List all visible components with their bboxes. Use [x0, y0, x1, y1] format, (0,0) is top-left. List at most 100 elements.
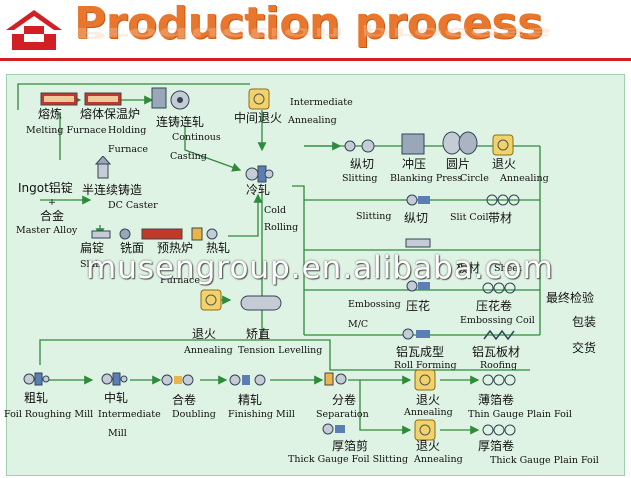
roofing-label-en: Roofing — [480, 360, 518, 371]
intermediate-annealing-label-en-2: Annealing — [288, 115, 337, 126]
annealing-2-label-en: Annealing — [184, 345, 233, 356]
sheet-label-en: Sheet — [494, 263, 522, 274]
intermediate-mill-label-en-1: Intermediate — [98, 409, 161, 420]
embossing-label-zh: 压花 — [406, 299, 431, 313]
slab-label-zh: 扁锭 — [80, 241, 105, 255]
separation-icon — [324, 372, 347, 386]
sheet-icon — [405, 238, 431, 248]
roll-forming-icon — [402, 328, 430, 340]
thick-foil-slitting-label-zh: 厚箔剪 — [332, 439, 369, 453]
tension-label-en: Tension Levelling — [238, 345, 323, 356]
embossing-coil-icon — [482, 282, 516, 294]
holding-label-en-2: Furnace — [108, 144, 148, 155]
separation-label-zh: 分卷 — [332, 393, 357, 407]
annealing-1-label-zh: 退火 — [492, 157, 517, 171]
embossing-coil-label-zh: 压花卷 — [476, 299, 513, 313]
embossing-label-en-2: M/C — [348, 319, 369, 330]
plus-sign: + — [48, 197, 56, 208]
milling-label-zh: 铣面 — [120, 241, 145, 255]
embossing-coil-label-en: Embossing Coil — [460, 315, 535, 326]
roughing-mill-label-zh: 粗轧 — [24, 391, 49, 405]
cold-rolling-label-zh: 冷轧 — [246, 183, 271, 197]
circle-icon — [442, 131, 478, 155]
caster-label-en-2: Casting — [170, 151, 207, 162]
cold-rolling-label-en-1: Cold — [264, 205, 287, 216]
intermediate-mill-label-en-2: Mill — [108, 428, 127, 439]
roofing-icon — [483, 329, 515, 341]
intermediate-annealing-icon — [248, 88, 270, 110]
header: Production process Production process — [0, 0, 631, 62]
delivery-label: 交货 — [572, 341, 597, 355]
thick-foil-label-en: Thick Gauge Plain Foil — [490, 455, 599, 466]
thin-foil-label-zh: 薄箔卷 — [478, 393, 515, 407]
melting-furnace-icon — [40, 92, 78, 106]
annealing-4-label-zh: 退火 — [416, 439, 441, 453]
dc-caster-icon — [94, 156, 112, 179]
holding-furnace-icon — [84, 92, 122, 106]
alloy-label-zh: 合金 — [40, 209, 65, 223]
doubling-icon — [161, 374, 194, 386]
process-diagram-panel — [6, 74, 625, 476]
slit-coil-icon — [486, 194, 520, 206]
intermediate-annealing-label-en-1: Intermediate — [290, 97, 353, 108]
tension-label-zh: 矫直 — [246, 327, 271, 341]
slit-coil-label-en: Slit Coil — [450, 212, 489, 223]
furnace-label-en: Furnace — [160, 275, 200, 286]
annealing-3-label-zh: 退火 — [416, 393, 441, 407]
slitting-1-label-en: Slitting — [342, 173, 378, 184]
finishing-mill-label-en: Finishing Mill — [228, 409, 295, 420]
circle-label-zh: 圆片 — [446, 157, 471, 171]
thick-foil-label-zh: 厚箔卷 — [478, 439, 515, 453]
melting-label-en: Melting Furnace — [26, 125, 107, 136]
annealing-1-label-en: Annealing — [500, 173, 549, 184]
circle-label-en: Circle — [460, 173, 489, 184]
thick-foil-slitting-icon — [322, 423, 345, 435]
intermediate-annealing-label-zh: 中间退火 — [234, 111, 283, 125]
annealing-icon-1 — [492, 134, 514, 156]
separation-label-en: Separation — [316, 409, 369, 420]
tension-leveller-icon — [240, 295, 282, 311]
roll-forming-label-en: Roll Forming — [394, 360, 457, 371]
roughing-mill-label-en: Foil Roughing Mill — [4, 409, 94, 420]
blanking-label-zh: 冲压 — [402, 157, 427, 171]
holding-label-zh: 熔体保温炉 — [80, 107, 141, 121]
slab-milling-icon — [91, 227, 218, 241]
blanking-press-icon — [401, 133, 425, 155]
hot-rolling-label-zh: 热轧 — [206, 241, 231, 255]
ingot-label: Ingot铝锭 — [18, 181, 73, 195]
melting-label-zh: 熔炼 — [38, 107, 63, 121]
preheat-label-zh: 预热炉 — [157, 241, 194, 255]
annealing-2-label-zh: 退火 — [192, 327, 217, 341]
thin-foil-label-en: Thin Gauge Plain Foil — [468, 409, 572, 420]
thin-foil-coil-icon — [482, 374, 516, 386]
sheet-label-zh: 板材 — [456, 261, 481, 275]
annealing-3-label-en: Annealing — [404, 407, 453, 418]
final-inspection-label: 最终检验 — [546, 291, 595, 305]
intermediate-mill-label-zh: 中轧 — [104, 391, 129, 405]
cold-rolling-icon — [245, 165, 274, 183]
caster-label-zh: 连铸连轧 — [156, 115, 205, 129]
annealing-icon-3 — [414, 369, 436, 391]
holding-label-en-1: Holding — [108, 125, 147, 136]
annealing-icon-2 — [200, 289, 222, 311]
intermediate-mill-icon — [101, 372, 128, 386]
blanking-label-en: Blanking Press — [390, 173, 463, 184]
slitting-2-label-en: Slitting — [356, 211, 392, 222]
page-title: Production process — [74, 0, 543, 49]
finishing-mill-icon — [229, 374, 266, 386]
continuous-caster-icon — [151, 87, 190, 110]
annealing-icon-4 — [414, 419, 436, 441]
slitting-icon-1 — [344, 139, 375, 153]
header-divider — [0, 58, 631, 61]
doubling-label-en: Doubling — [172, 409, 216, 420]
watermark: musengroup.en.alibaba.com — [86, 250, 554, 286]
slit-coil-label-zh: 带材 — [488, 211, 513, 225]
slab-label-en: Slab — [80, 259, 102, 270]
foil-roughing-mill-icon — [23, 372, 50, 386]
alloy-label-en: Master Alloy — [16, 225, 78, 236]
slitting-icon-2 — [406, 194, 430, 206]
company-logo-icon — [4, 4, 64, 52]
doubling-label-zh: 合卷 — [172, 393, 197, 407]
caster-label-en-1: Continous — [172, 132, 221, 143]
roofing-label-zh: 铝瓦板材 — [472, 345, 521, 359]
